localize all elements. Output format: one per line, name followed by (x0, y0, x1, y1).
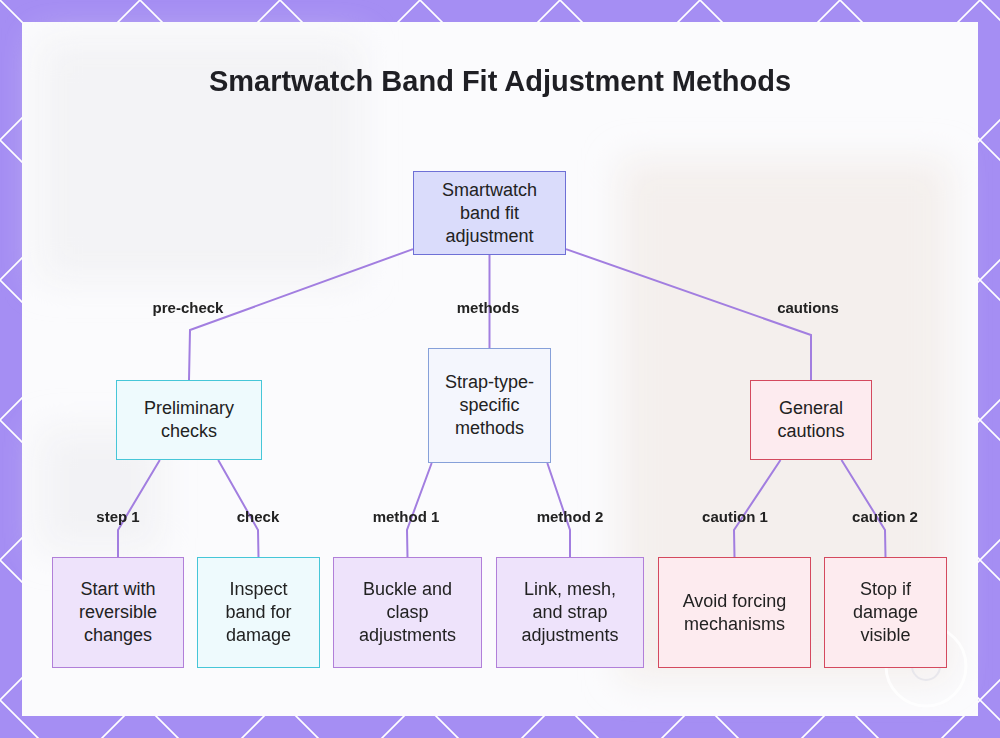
edge-label: method 1 (373, 508, 440, 525)
process-box: Smartwatch band fit adjustment (413, 171, 566, 255)
node-text: Preliminary checks (129, 397, 249, 443)
node-text: General cautions (763, 397, 859, 443)
process-box: Inspect band for damage (197, 557, 320, 668)
process-box: General cautions (750, 380, 872, 460)
node-text: Stop if damage visible (837, 578, 934, 647)
diagram-title: Smartwatch Band Fit Adjustment Methods (200, 62, 800, 100)
blurred-photo (40, 40, 950, 680)
edge-label: pre-check (153, 299, 224, 316)
title-area: Smartwatch Band Fit Adjustment Methods (200, 62, 800, 100)
panel (22, 22, 978, 716)
node-text: Start with reversible changes (65, 578, 171, 647)
process-box: Preliminary checks (116, 380, 262, 460)
process-box: Link, mesh, and strap adjustments (496, 557, 644, 668)
node-text: Avoid forcing mechanisms (671, 590, 798, 636)
process-box: Strap-type-specific methods (428, 348, 551, 463)
connector-line (566, 249, 811, 380)
node-text: Smartwatch band fit adjustment (426, 179, 553, 248)
edge-label: check (237, 508, 280, 525)
edge-label: caution 1 (702, 508, 768, 525)
process-box: Start with reversible changes (52, 557, 184, 668)
node-text: Inspect band for damage (210, 578, 307, 647)
node-text: Buckle and clasp adjustments (346, 578, 469, 647)
edge-label: methods (457, 299, 520, 316)
edge-label: cautions (777, 299, 839, 316)
edge-label: caution 2 (852, 508, 918, 525)
edge-label: step 1 (96, 508, 139, 525)
process-box: Avoid forcing mechanisms (658, 557, 811, 668)
process-box: Buckle and clasp adjustments (333, 557, 482, 668)
node-text: Strap-type-specific methods (441, 371, 538, 440)
edge-label: method 2 (537, 508, 604, 525)
process-box: Stop if damage visible (824, 557, 947, 668)
node-text: Link, mesh, and strap adjustments (509, 578, 631, 647)
